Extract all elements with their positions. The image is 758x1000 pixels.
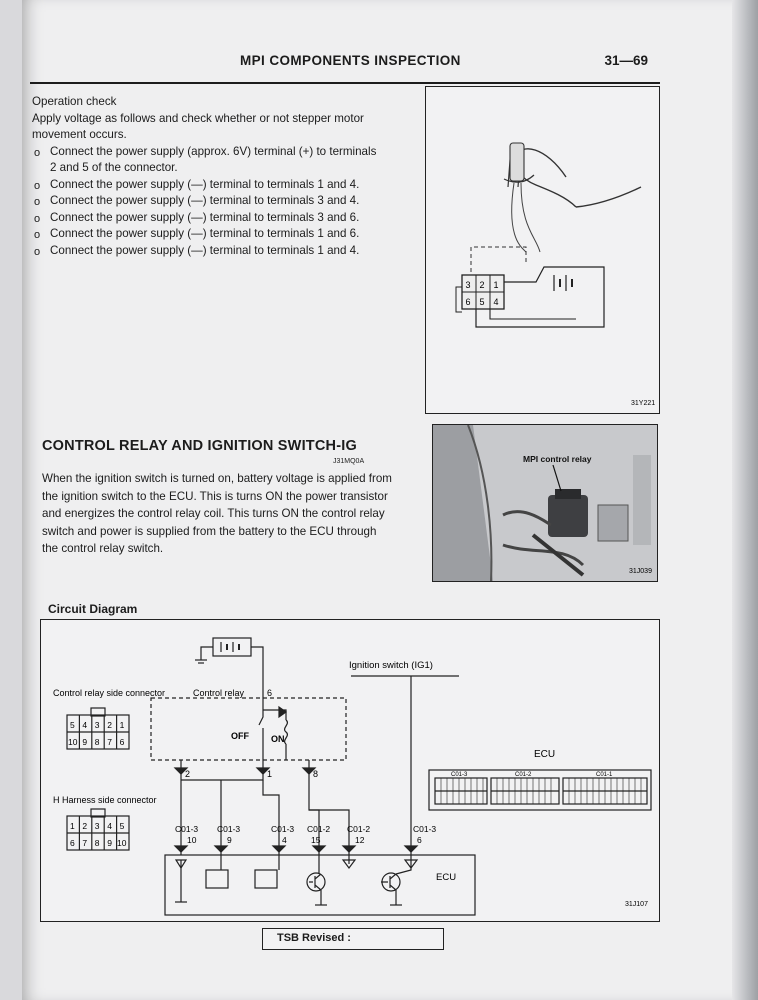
harness-connector-pin: 4 xyxy=(107,821,112,831)
control-relay-photo-drawing: MPI control relay 31J039 xyxy=(433,424,657,582)
ecu-pin-number: 15 xyxy=(311,835,321,845)
control-relay-label: Control relay xyxy=(193,688,245,698)
page-stack-edge xyxy=(732,0,758,1000)
relay-connector-pin: 2 xyxy=(107,720,112,730)
operation-intro: Apply voltage as follows and check wheth… xyxy=(32,111,364,142)
relay-connector-label: Control relay side connector xyxy=(53,688,165,698)
operation-check-text: Operation check Apply voltage as follows… xyxy=(32,94,382,259)
ecu-pin-conn: C01-3 xyxy=(217,824,240,834)
harness-connector-pin: 1 xyxy=(70,821,75,831)
operation-step: Connect the power supply (—) terminal to… xyxy=(32,210,382,226)
operation-step: Connect the power supply (—) terminal to… xyxy=(32,226,382,243)
operation-step: Connect the power supply (—) terminal to… xyxy=(32,193,382,210)
ecu-pin-conn: C01-2 xyxy=(347,824,370,834)
harness-connector-pin: 8 xyxy=(95,838,100,848)
relay-terminal: 2 xyxy=(185,769,190,779)
ecu-connector-c011: C01-1 xyxy=(596,772,613,778)
circuit-diagram-drawing: Ignition switch (IG1) Control relay side… xyxy=(53,637,652,916)
ecu-pin-conn: C01-3 xyxy=(175,824,198,834)
operation-step: Connect the power supply (—) terminal to… xyxy=(32,177,382,193)
operation-heading: Operation check xyxy=(32,95,117,108)
relay-photo-label: MPI control relay xyxy=(523,454,592,464)
relay-connector-pin: 3 xyxy=(95,720,100,730)
ecu-pin-conn: C01-3 xyxy=(413,824,436,834)
relay-connector-pin: 1 xyxy=(120,720,125,730)
harness-connector-pin: 9 xyxy=(107,838,112,848)
relay-terminal: 6 xyxy=(267,688,272,698)
ecu-pin-number: 4 xyxy=(282,835,287,845)
figure-code: 31J039 xyxy=(629,568,652,575)
section-code: J31MQ0A xyxy=(333,458,365,465)
page-number: 31—69 xyxy=(604,53,648,68)
harness-connector-pin: 6 xyxy=(70,838,75,848)
circuit-diagram: Ignition switch (IG1) Control relay side… xyxy=(40,619,660,922)
section-body: When the ignition switch is turned on, b… xyxy=(42,472,392,555)
relay-on-label: ON xyxy=(271,734,285,744)
operation-step: Connect the power supply (approx. 6V) te… xyxy=(32,144,382,177)
figure-code: 31Y221 xyxy=(631,400,655,407)
tsb-revised-label: TSB Revised : xyxy=(277,932,351,944)
harness-connector-label: H Harness side connector xyxy=(53,795,157,805)
control-relay-photo: MPI control relay 31J039 xyxy=(432,424,658,582)
tsb-revised-box: TSB Revised : xyxy=(262,928,444,950)
ecu-connector-c012: C01-2 xyxy=(515,772,532,778)
harness-connector-pin: 10 xyxy=(117,838,127,848)
relay-connector-pin: 10 xyxy=(68,737,78,747)
connector-pin: 2 xyxy=(480,280,485,290)
harness-connector-pin: 5 xyxy=(120,821,125,831)
section-heading: CONTROL RELAY AND IGNITION SWITCH-IG xyxy=(42,438,357,454)
operation-step: Connect the power supply (—) terminal to… xyxy=(32,243,382,259)
adjacent-page-edge xyxy=(0,0,23,1000)
relay-connector-pin: 7 xyxy=(107,737,112,747)
relay-connector-pin: 8 xyxy=(95,737,100,747)
ecu-label: ECU xyxy=(436,872,456,883)
relay-connector-pin: 4 xyxy=(82,720,87,730)
relay-terminal: 8 xyxy=(313,769,318,779)
page-title: MPI COMPONENTS INSPECTION xyxy=(240,53,461,68)
connector-pin: 6 xyxy=(466,297,471,307)
ecu-pin-conn: C01-3 xyxy=(271,824,294,834)
ecu-connector-c013: C01-3 xyxy=(451,772,468,778)
relay-off-label: OFF xyxy=(231,731,249,741)
operation-steps: Connect the power supply (approx. 6V) te… xyxy=(32,144,382,260)
ecu-connector-label: ECU xyxy=(534,749,555,760)
ecu-pin-number: 9 xyxy=(227,835,232,845)
harness-connector-pin: 7 xyxy=(82,838,87,848)
relay-connector-pin: 5 xyxy=(70,720,75,730)
stepper-test-illustration: 3 2 1 6 5 4 31Y221 xyxy=(455,142,655,407)
circuit-diagram-title: Circuit Diagram xyxy=(48,602,138,616)
ecu-pin-conn: C01-2 xyxy=(307,824,330,834)
relay-connector-pin: 9 xyxy=(82,737,87,747)
harness-connector-pin: 2 xyxy=(82,821,87,831)
page-header: MPI COMPONENTS INSPECTION 31—69 xyxy=(30,48,660,84)
ecu-pin-number: 12 xyxy=(355,835,365,845)
stepper-test-figure: 3 2 1 6 5 4 31Y221 xyxy=(425,86,660,414)
connector-pin: 4 xyxy=(494,297,499,307)
relay-terminal: 1 xyxy=(267,769,272,779)
ecu-pin-number: 6 xyxy=(417,835,422,845)
ecu-pin-number: 10 xyxy=(187,835,197,845)
connector-pin: 1 xyxy=(494,280,499,290)
figure-code: 31J107 xyxy=(625,901,648,908)
relay-connector-pin: 6 xyxy=(120,737,125,747)
ignition-switch-label: Ignition switch (IG1) xyxy=(349,660,433,671)
connector-pin: 5 xyxy=(480,297,485,307)
connector-pin: 3 xyxy=(466,280,471,290)
harness-connector-pin: 3 xyxy=(95,821,100,831)
